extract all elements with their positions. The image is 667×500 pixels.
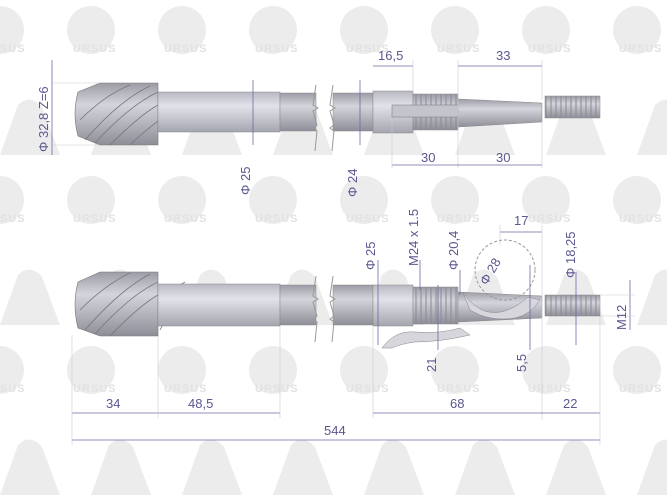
top-shaft: [74, 82, 601, 152]
watermark-text: URSUS: [528, 213, 572, 225]
len-5-5-label: 5,5: [514, 354, 529, 372]
watermark-text: URSUS: [346, 213, 390, 225]
watermark-text: URSUS: [619, 213, 663, 225]
dimension-lines: [51, 60, 635, 445]
watermark-logo: [431, 176, 479, 224]
watermark-text: URSUS: [0, 213, 26, 225]
watermark-bear: [0, 439, 60, 495]
bottom-shaft: [74, 239, 601, 349]
dia-25-top-label: Φ 25: [238, 167, 253, 195]
watermark-text: URSUS: [346, 383, 390, 395]
len-22-label: 22: [563, 396, 577, 411]
watermark-logo: [340, 346, 388, 394]
keyway: [391, 104, 468, 118]
watermark-text: URSUS: [255, 383, 299, 395]
len-30a-label: 30: [421, 150, 435, 165]
watermark-logo: [613, 346, 661, 394]
watermark-logo: [0, 176, 24, 224]
watermark-logo: [67, 6, 115, 54]
gear-teeth: [74, 82, 159, 146]
watermark-text: URSUS: [437, 213, 481, 225]
watermark-logo: [431, 6, 479, 54]
watermark-logo: [522, 346, 570, 394]
watermark-text: URSUS: [346, 43, 390, 55]
watermark-text: URSUS: [255, 43, 299, 55]
len-21-label: 21: [424, 358, 439, 372]
watermark-text: URSUS: [437, 43, 481, 55]
watermark-bear: [455, 439, 515, 495]
thread-m24-label: M24 x 1.5: [406, 209, 421, 266]
watermark-logo: [340, 6, 388, 54]
watermark-bear: [0, 99, 60, 155]
watermark-logo: [0, 6, 24, 54]
len-30b-label: 30: [496, 150, 510, 165]
watermark-bear: [182, 439, 242, 495]
dia-24-top-label: Φ 24: [345, 169, 360, 197]
dia-28-label: Φ 28: [477, 255, 504, 287]
watermark-text: URSUS: [164, 213, 208, 225]
watermark-logo: [158, 176, 206, 224]
watermark-text: URSUS: [437, 383, 481, 395]
watermark-text: URSUS: [619, 43, 663, 55]
watermark-logo: [158, 346, 206, 394]
watermark-logo: [67, 346, 115, 394]
cross-section-cut: [462, 292, 541, 320]
watermark-text: URSUS: [164, 383, 208, 395]
watermark-text: URSUS: [528, 383, 572, 395]
dia-28-circle: [474, 239, 536, 301]
watermark-logo: [0, 346, 24, 394]
watermark-text: URSUS: [528, 43, 572, 55]
watermark-logo: [522, 176, 570, 224]
break-mark: [312, 84, 319, 152]
len-34-label: 34: [106, 396, 120, 411]
watermark-logo: [431, 346, 479, 394]
watermark-text: URSUS: [0, 43, 26, 55]
watermark-bear: [637, 269, 667, 325]
len-16-5-label: 16,5: [378, 48, 403, 63]
watermark-logo: [249, 176, 297, 224]
watermark-logo: [249, 346, 297, 394]
watermark-bear: [546, 439, 606, 495]
watermark-bear: [637, 439, 667, 495]
watermark-bear: [273, 439, 333, 495]
gear-diameter-label: Φ 32,8 Z=6: [36, 86, 51, 152]
len-48-5-label: 48,5: [188, 396, 213, 411]
watermark-logo: [613, 6, 661, 54]
dia-20-4-label: Φ 20,4: [446, 231, 461, 270]
watermark-text: URSUS: [255, 213, 299, 225]
watermark-text: URSUS: [73, 43, 117, 55]
dia-25-bottom-label: Φ 25: [363, 242, 378, 270]
watermark-text: URSUS: [164, 43, 208, 55]
watermark-bear: [364, 439, 424, 495]
watermark-text: URSUS: [73, 383, 117, 395]
watermark-logo: [249, 6, 297, 54]
len-68-label: 68: [450, 396, 464, 411]
len-33-label: 33: [496, 48, 510, 63]
watermark-bear: [0, 269, 60, 325]
watermark-bear: [91, 439, 151, 495]
watermark-bear: [637, 99, 667, 155]
watermark-logo: [67, 176, 115, 224]
watermark-text: URSUS: [619, 383, 663, 395]
len-17-label: 17: [514, 213, 528, 228]
thread-m12-label: M12: [614, 305, 629, 330]
dia-18-25-label: Φ 18,25: [563, 231, 578, 278]
watermark-logo: [340, 176, 388, 224]
watermark-logo: [613, 176, 661, 224]
watermark-logo: [158, 6, 206, 54]
watermark-logo: [522, 6, 570, 54]
watermark-text: URSUS: [73, 213, 117, 225]
watermark-text: URSUS: [0, 383, 26, 395]
total-length-label: 544: [324, 423, 346, 438]
